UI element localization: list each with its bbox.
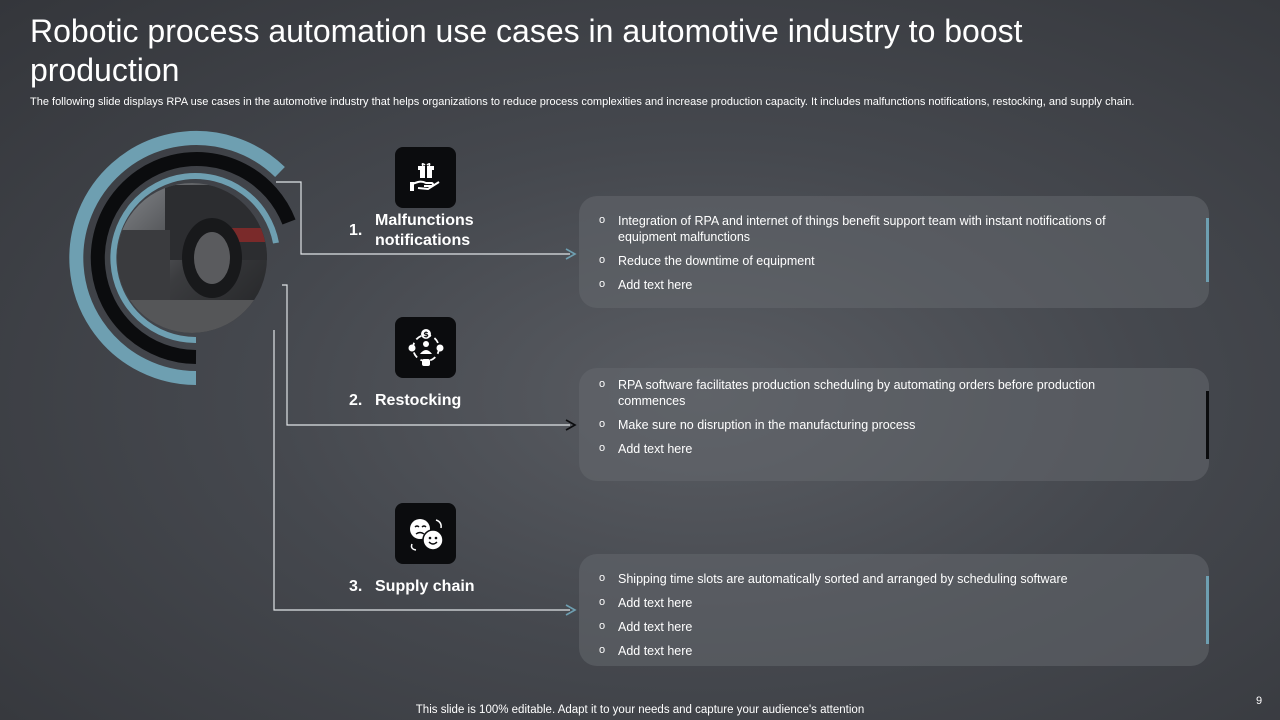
use-case-2-card: RPA software facilitates production sche… — [579, 368, 1209, 481]
card-accent-bar — [1206, 218, 1209, 282]
bullet-item: RPA software facilitates production sche… — [599, 376, 1119, 409]
bullet-item: Reduce the downtime of equipment — [599, 252, 1119, 269]
bullet-item: Integration of RPA and internet of thing… — [599, 212, 1119, 245]
bullet-item: Add text here — [599, 440, 1119, 457]
footer-note: This slide is 100% editable. Adapt it to… — [0, 704, 1280, 716]
use-case-2-title: Restocking — [375, 392, 462, 409]
money-cycle-people-icon: $ — [395, 317, 456, 378]
use-case-1-title: Malfunctions notifications — [375, 212, 474, 249]
use-case-1-card: Integration of RPA and internet of thing… — [579, 196, 1209, 308]
use-case-3-number: 3. — [349, 578, 363, 595]
slide-subtitle: The following slide displays RPA use cas… — [30, 96, 1135, 108]
hand-gift-box-icon — [395, 147, 456, 208]
connector-line-1 — [276, 181, 570, 255]
arrowhead-2 — [565, 419, 577, 431]
arrowhead-1 — [565, 248, 577, 260]
svg-text:$: $ — [423, 330, 429, 339]
car-repair-photo — [117, 183, 267, 333]
outer-ring-arc — [69, 131, 285, 385]
inner-ring-arc — [90, 152, 296, 364]
bullet-item: Add text here — [599, 276, 1119, 293]
connector-line-3 — [273, 330, 570, 611]
bullet-item: Add text here — [599, 618, 1119, 635]
footer-text: This slide is 100% editable. Adapt it to… — [415, 704, 865, 716]
connector-line-2 — [282, 284, 570, 426]
page-number: 9 — [1256, 695, 1263, 707]
faces-exchange-icon — [395, 503, 456, 564]
use-case-1-number: 1. — [349, 222, 363, 239]
use-case-3-card: Shipping time slots are automatically so… — [579, 554, 1209, 666]
arrowhead-3 — [565, 604, 577, 616]
bullet-item: Add text here — [599, 594, 1119, 611]
use-case-2-number: 2. — [349, 392, 363, 409]
card-accent-bar — [1206, 391, 1209, 459]
slide-title: Robotic process automation use cases in … — [30, 13, 1023, 88]
bullet-item: Make sure no disruption in the manufactu… — [599, 416, 1119, 433]
inner-teal-ring — [110, 173, 279, 344]
bullet-item: Shipping time slots are automatically so… — [599, 570, 1119, 587]
use-case-3-title: Supply chain — [375, 578, 475, 595]
bullet-item: Add text here — [599, 642, 1119, 659]
card-accent-bar — [1206, 576, 1209, 644]
